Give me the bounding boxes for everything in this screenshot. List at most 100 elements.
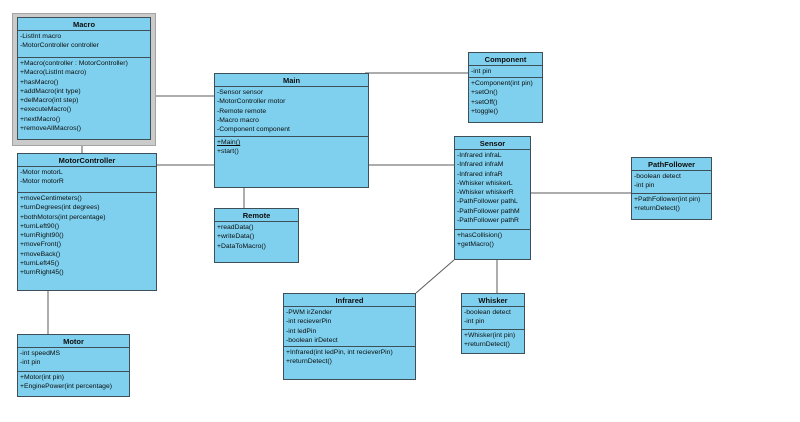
methods-compartment: +moveCentimeters() +turnDegrees(int degre… <box>18 193 156 290</box>
attribute-row: -PathFollower pathR <box>457 217 519 225</box>
connector-sensor-infrared[interactable] <box>415 259 455 294</box>
class-node-motorcontroller[interactable]: MotorController -Motor motorL-Motor moto… <box>17 153 157 291</box>
method-row: +PathFollower(int pin) <box>634 196 701 203</box>
method-row: +removeAllMacros() <box>20 125 81 133</box>
method-row: +moveFront() <box>20 241 61 249</box>
method-row: +Whisker(int pin) <box>464 332 516 339</box>
method-row: +hasMacro() <box>20 78 59 86</box>
methods-compartment: +PathFollower(int pin)+returnDetect() <box>632 194 711 219</box>
method-row: +getMacro() <box>457 241 494 249</box>
methods-compartment: +hasCollision() +getMacro() <box>455 230 530 259</box>
attribute-row: -int pin <box>464 318 485 326</box>
class-title: PathFollower <box>632 158 711 171</box>
class-node-sensor[interactable]: Sensor -Infrared infraL-Infrared infraM-… <box>454 136 531 260</box>
attribute-row: -PathFollower pathM <box>457 207 520 215</box>
method-row: +turnRight45() <box>20 269 64 277</box>
method-row: +start() <box>217 148 239 156</box>
class-node-component[interactable]: Component -int pin +Component(int pin) +s… <box>468 52 543 123</box>
class-title: Component <box>469 53 542 66</box>
method-row: +Infrared(int ledPin, int recieverPin) <box>286 349 393 356</box>
attributes-compartment: -boolean detect -int pin <box>462 307 524 330</box>
class-node-main[interactable]: Main -Sensor sensor -MotorController moto… <box>214 73 369 188</box>
attribute-row: -Motor motorL <box>20 169 63 176</box>
attribute-row: -int pin <box>634 182 655 190</box>
attribute-row: -PathFollower pathL <box>457 198 518 206</box>
attribute-row: -boolean detect <box>464 309 511 316</box>
attributes-compartment: -boolean detect -int pin <box>632 171 711 194</box>
attribute-row: -int speedMS <box>20 350 61 357</box>
attribute-row: -Remote remote <box>217 107 267 115</box>
method-row: +executeMacro() <box>20 106 72 114</box>
class-node-motor[interactable]: Motor -int speedMS -int pin +Motor(int pi… <box>17 334 130 397</box>
attribute-row: -ListInt macro <box>20 33 62 40</box>
attribute-row: -Macro macro <box>217 116 259 124</box>
attributes-compartment: -ListInt macro -MotorController controlle… <box>18 31 150 58</box>
class-title: Sensor <box>455 137 530 150</box>
attribute-row: -Infrared infraL <box>457 152 502 159</box>
method-row: +DataToMacro() <box>217 242 266 250</box>
class-node-remote[interactable]: Remote +readData() +writeData()+DataToMac… <box>214 208 299 263</box>
method-row: +bothMotors(int percentage) <box>20 213 106 221</box>
attribute-row: -Whisker whiskerR <box>457 189 514 197</box>
class-title: Whisker <box>462 294 524 307</box>
attribute-row: -MotorController controller <box>20 42 99 50</box>
method-row: +addMacro(int type) <box>20 87 81 95</box>
attribute-row: -boolean detect <box>634 173 681 180</box>
class-title: Macro <box>18 18 150 31</box>
attribute-row: -Component component <box>217 126 290 134</box>
methods-compartment: +Motor(int pin) +EnginePower(int percenta… <box>18 372 129 396</box>
attributes-compartment: -int pin <box>469 66 542 78</box>
attribute-row: -Sensor sensor <box>217 89 264 96</box>
method-row: +Motor(int pin) <box>20 374 65 381</box>
attribute-row: -Infrared infraR <box>457 170 503 178</box>
method-row: +Main() <box>217 139 241 146</box>
method-row: +setOff() <box>471 98 498 106</box>
class-node-infrared[interactable]: Infrared -PWM irZender -int recieverPin-i… <box>283 293 416 380</box>
attribute-row: -int ledPin <box>286 327 317 335</box>
class-node-pathfollower[interactable]: PathFollower -boolean detect -int pin +Pa… <box>631 157 712 220</box>
attribute-row: -Infrared infraM <box>457 161 504 169</box>
method-row: +turnLeft45() <box>20 260 60 268</box>
method-row: +readData() <box>217 224 254 231</box>
attribute-row: -MotorController motor <box>217 98 286 106</box>
method-row: +Component(int pin) <box>471 80 533 87</box>
class-node-whisker[interactable]: Whisker -boolean detect -int pin +Whisker… <box>461 293 525 354</box>
attribute-row: -PWM irZender <box>286 309 333 316</box>
methods-compartment: +Infrared(int ledPin, int recieverPin) +r… <box>284 347 415 379</box>
attributes-compartment: -int speedMS -int pin <box>18 348 129 372</box>
class-title: MotorController <box>18 154 156 167</box>
method-row: +EnginePower(int percentage) <box>20 383 113 391</box>
method-row: +setOn() <box>471 89 498 97</box>
method-row: +moveCentimeters() <box>20 195 82 202</box>
method-row: +returnDetect() <box>286 358 332 366</box>
methods-compartment: +Macro(controller : MotorController) +Mac… <box>18 58 150 139</box>
attributes-compartment: -Motor motorL -Motor motorR <box>18 167 156 193</box>
attribute-row: -int pin <box>471 68 492 75</box>
attributes-compartment: -PWM irZender -int recieverPin-int ledPin… <box>284 307 415 347</box>
method-row: +delMacro(int step) <box>20 97 79 105</box>
method-row: +turnDegrees(int degrees) <box>20 204 100 212</box>
class-title: Main <box>215 74 368 87</box>
method-row: +hasCollision() <box>457 232 503 239</box>
method-row: +returnDetect() <box>464 341 510 349</box>
method-row: +Macro(ListInt macro) <box>20 69 87 77</box>
attribute-row: -int pin <box>20 359 41 367</box>
methods-compartment: +readData() +writeData()+DataToMacro() <box>215 222 298 262</box>
class-title: Infrared <box>284 294 415 307</box>
attribute-row: -Whisker whiskerL <box>457 179 513 187</box>
attributes-compartment: -Sensor sensor -MotorController motor-Rem… <box>215 87 368 137</box>
method-row: +turnLeft90() <box>20 222 60 230</box>
methods-compartment: +Component(int pin) +setOn()+setOff()+tog… <box>469 78 542 122</box>
attribute-row: -Motor motorR <box>20 178 64 186</box>
class-title: Motor <box>18 335 129 348</box>
method-row: +toggle() <box>471 107 499 115</box>
method-row: +turnRight90() <box>20 232 64 240</box>
method-row: +moveBack() <box>20 250 61 258</box>
attribute-row: -int recieverPin <box>286 318 332 326</box>
class-node-macro[interactable]: Macro -ListInt macro -MotorController con… <box>17 17 151 140</box>
method-row: +nextMacro() <box>20 115 61 123</box>
method-row: +Macro(controller : MotorController) <box>20 60 128 67</box>
method-row: +writeData() <box>217 233 255 241</box>
class-title: Remote <box>215 209 298 222</box>
